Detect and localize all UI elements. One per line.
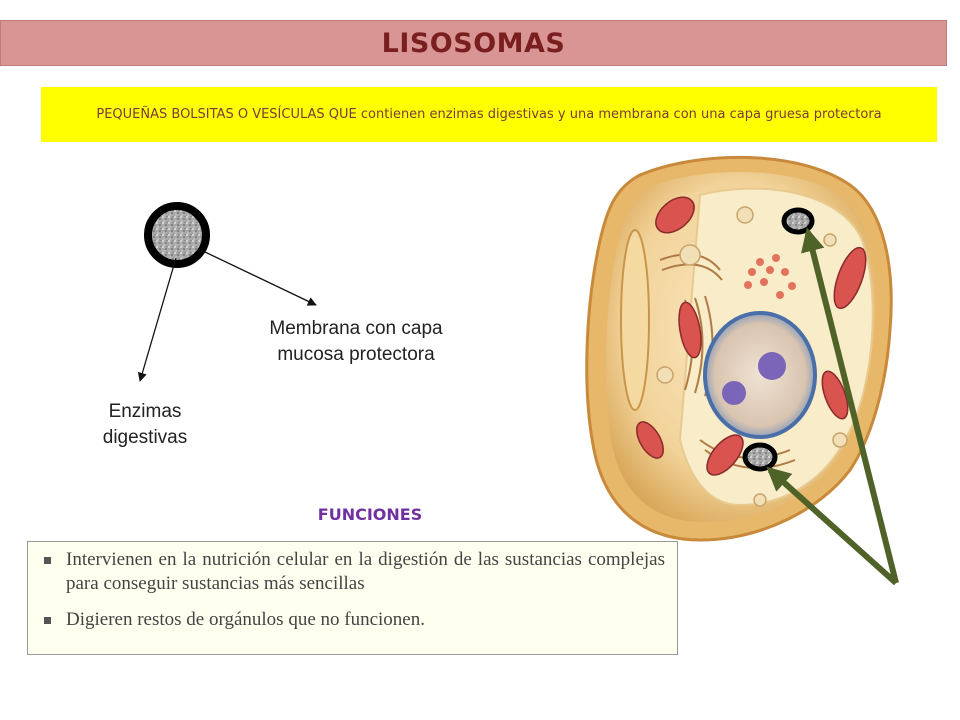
- pointer-arrow-bottom: [766, 466, 899, 586]
- funciones-heading: FUNCIONES: [317, 505, 423, 524]
- page-title: LISOSOMAS: [381, 27, 566, 59]
- lysosome-marker-top: [781, 207, 815, 235]
- lysosome-schematic: [144, 202, 210, 268]
- funcion-text: Digieren restos de orgánulos que no func…: [66, 609, 425, 630]
- arrow-to-membrana: [204, 251, 317, 306]
- funcion-item: Intervienen en la nutrición celular en l…: [44, 548, 665, 596]
- lysosome-marker-bottom: [742, 442, 778, 472]
- funcion-item: Digieren restos de orgánulos que no func…: [44, 608, 665, 632]
- funcion-text: Intervienen en la nutrición celular en l…: [66, 549, 665, 594]
- label-enzimas: Enzimas digestivas: [102, 401, 188, 448]
- lysosome-membrane: [144, 202, 210, 268]
- nucleus: [703, 311, 817, 439]
- subtitle-box: PEQUEÑAS BOLSITAS O VESÍCULAS QUE contie…: [41, 87, 937, 142]
- subtitle-text: PEQUEÑAS BOLSITAS O VESÍCULAS QUE contie…: [96, 107, 882, 122]
- funciones-list: Intervienen en la nutrición celular en l…: [27, 541, 678, 655]
- pointer-arrow-top: [801, 227, 899, 584]
- label-membrana: Membrana con capa mucosa protectora: [269, 318, 443, 365]
- arrow-to-enzimas: [137, 257, 177, 382]
- bullet-icon: [44, 617, 51, 624]
- title-bar: LISOSOMAS: [0, 20, 947, 66]
- animal-cell-illustration: [585, 155, 893, 542]
- bullet-icon: [44, 557, 51, 564]
